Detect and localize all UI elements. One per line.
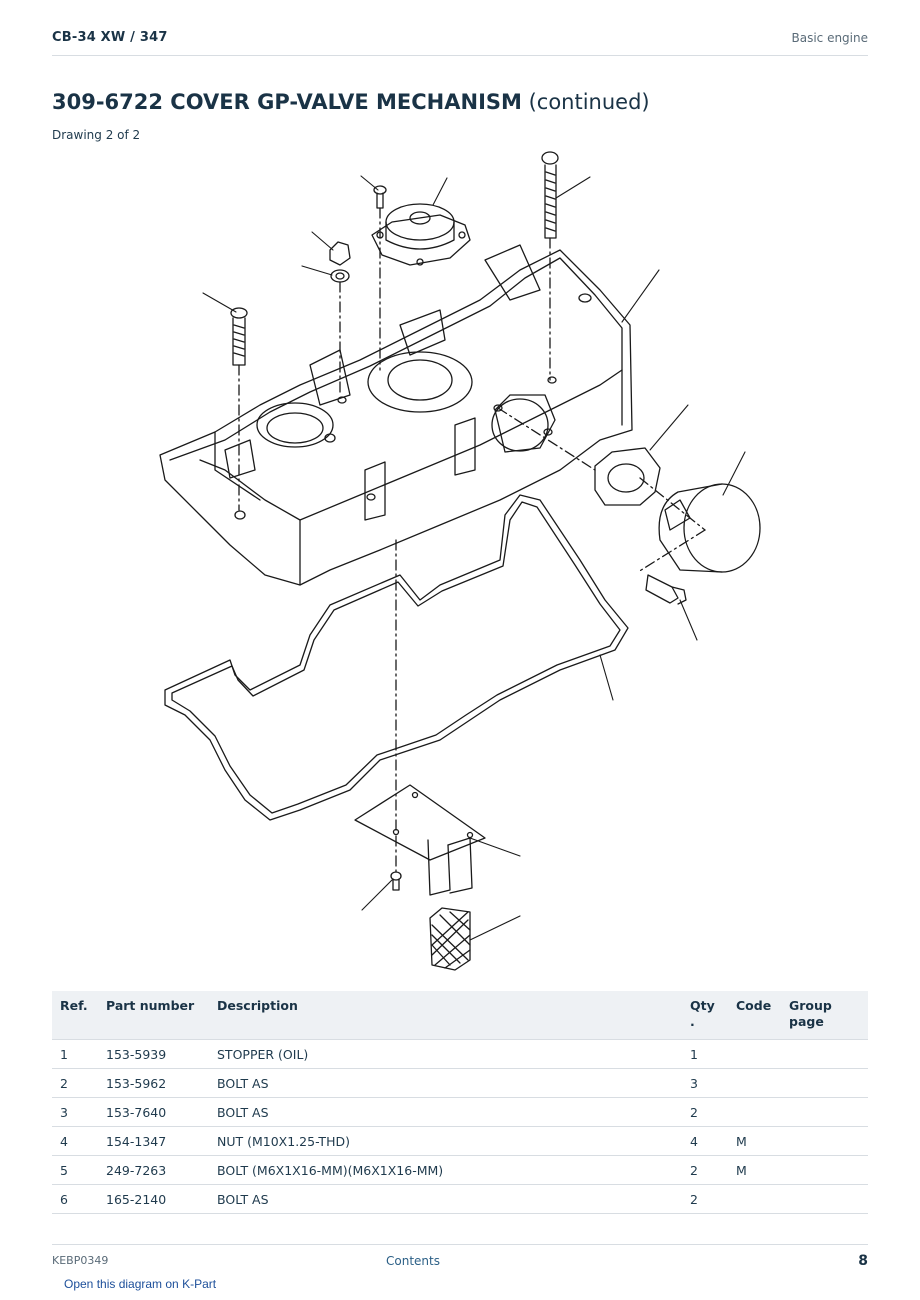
table-row: 6 165-2140 BOLT AS 2 <box>52 1184 868 1214</box>
cell-part: 153-5962 <box>98 1068 209 1098</box>
title-main: 309-6722 COVER GP-VALVE MECHANISM <box>52 90 522 114</box>
cell-desc: BOLT AS <box>209 1097 682 1127</box>
table-row: 5 249-7263 BOLT (M6X1X16-MM)(M6X1X16-MM)… <box>52 1155 868 1185</box>
housing-bolt <box>645 574 687 605</box>
filter-mesh <box>429 907 471 971</box>
cell-desc: BOLT AS <box>209 1184 682 1214</box>
cell-group <box>781 1039 868 1069</box>
cell-ref: 5 <box>52 1155 98 1185</box>
cell-part: 249-7263 <box>98 1155 209 1185</box>
cell-part: 153-5939 <box>98 1039 209 1069</box>
title-suffix: (continued) <box>528 90 650 114</box>
cell-code <box>728 1184 781 1214</box>
page-title: 309-6722 COVER GP-VALVE MECHANISM (conti… <box>52 90 650 114</box>
table-row: 2 153-5962 BOLT AS 3 <box>52 1068 868 1098</box>
cell-part: 165-2140 <box>98 1184 209 1214</box>
small-screw-bottom <box>390 871 402 891</box>
cell-desc: BOLT (M6X1X16-MM)(M6X1X16-MM) <box>209 1155 682 1185</box>
cell-code <box>728 1039 781 1069</box>
cell-part: 153-7640 <box>98 1097 209 1127</box>
cell-ref: 1 <box>52 1039 98 1069</box>
col-part-number: Part number <box>98 991 209 1040</box>
diaphragm-plate <box>367 351 473 413</box>
cell-desc: BOLT AS <box>209 1068 682 1098</box>
cell-ref: 3 <box>52 1097 98 1127</box>
cell-code <box>728 1068 781 1098</box>
col-code: Code <box>728 991 781 1040</box>
cell-code <box>728 1097 781 1127</box>
cell-qty: 1 <box>682 1039 728 1069</box>
housing-illustration <box>658 483 761 573</box>
drawing-label: Drawing 2 of 2 <box>52 128 141 142</box>
cover-gasket <box>164 494 629 821</box>
cell-group <box>781 1068 868 1098</box>
table-row: 4 154-1347 NUT (M10X1.25-THD) 4 M <box>52 1126 868 1156</box>
document-id: KEBP0349 <box>52 1254 109 1267</box>
parts-table: Ref. Part number Description Qty . Code … <box>52 991 868 1214</box>
table-row: 1 153-5939 STOPPER (OIL) 1 <box>52 1039 868 1069</box>
valve-cover-illustration <box>159 244 633 586</box>
cell-code: M <box>728 1126 781 1156</box>
exploded-parts-diagram <box>159 151 761 971</box>
cap-nut <box>329 241 351 283</box>
cell-group <box>781 1184 868 1214</box>
small-screw-top <box>373 185 387 209</box>
cell-code: M <box>728 1155 781 1185</box>
table-row: 3 153-7640 BOLT AS 2 <box>52 1097 868 1127</box>
long-bolt-left <box>230 307 248 366</box>
cell-part: 154-1347 <box>98 1126 209 1156</box>
cell-ref: 2 <box>52 1068 98 1098</box>
model-label: CB-34 XW / 347 <box>52 30 168 45</box>
cell-group <box>781 1126 868 1156</box>
baffle-plate <box>354 784 486 896</box>
cell-group <box>781 1097 868 1127</box>
col-description: Description <box>209 991 682 1040</box>
cell-qty: 2 <box>682 1184 728 1214</box>
section-label: Basic engine <box>791 31 868 45</box>
col-qty: Qty . <box>682 991 728 1040</box>
cell-ref: 4 <box>52 1126 98 1156</box>
cell-qty: 3 <box>682 1068 728 1098</box>
page-footer: KEBP0349 Contents 8 <box>52 1244 868 1274</box>
cell-qty: 2 <box>682 1097 728 1127</box>
col-ref: Ref. <box>52 991 98 1040</box>
table-header-row: Ref. Part number Description Qty . Code … <box>52 991 868 1040</box>
page-header: CB-34 XW / 347 Basic engine <box>52 28 868 56</box>
cell-qty: 4 <box>682 1126 728 1156</box>
open-kpart-link[interactable]: Open this diagram on K-Part <box>64 1277 217 1291</box>
cell-desc: NUT (M10X1.25-THD) <box>209 1126 682 1156</box>
breather-cap-illustration <box>371 203 471 266</box>
cell-group <box>781 1155 868 1185</box>
housing-gasket <box>594 447 661 506</box>
cell-ref: 6 <box>52 1184 98 1214</box>
contents-link[interactable]: Contents <box>386 1254 440 1268</box>
cell-qty: 2 <box>682 1155 728 1185</box>
cell-desc: STOPPER (OIL) <box>209 1039 682 1069</box>
col-group-page: Group page <box>781 991 868 1040</box>
long-bolt-right <box>541 151 559 239</box>
page-number: 8 <box>858 1253 868 1269</box>
